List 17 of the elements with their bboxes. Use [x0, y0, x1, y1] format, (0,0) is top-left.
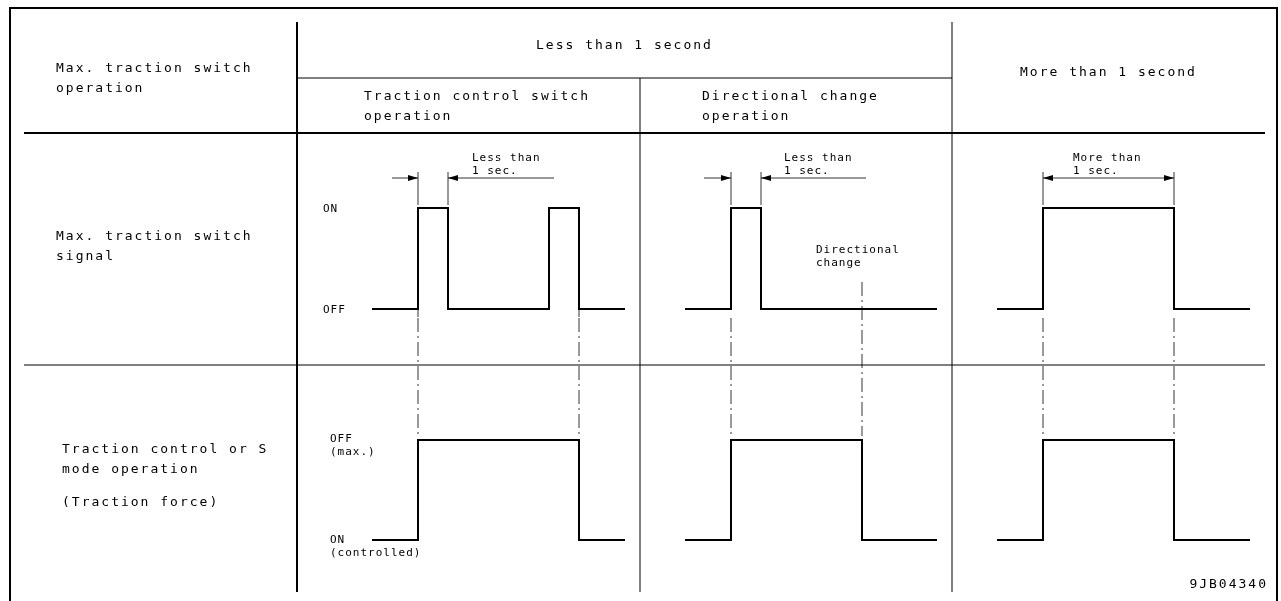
dimension-label: More than 1 sec.	[1073, 151, 1142, 177]
row-header: Max. traction switch signal	[56, 228, 253, 263]
column-header: Traction control switch operation	[364, 88, 590, 123]
level-label: OFF	[323, 303, 346, 316]
column-header: More than 1 second	[1020, 64, 1197, 79]
dimension-label: Less than 1 sec.	[784, 151, 853, 177]
level-label: ON (controlled)	[330, 533, 422, 559]
event-label: Directional change	[816, 243, 900, 269]
level-label: OFF (max.)	[330, 432, 376, 458]
level-label: ON	[323, 202, 339, 215]
column-header: Directional change operation	[702, 88, 879, 123]
row-header: Traction control or S mode operation	[62, 441, 269, 476]
row-header: Max. traction switch operation	[56, 60, 253, 95]
row-header: (Traction force)	[62, 494, 220, 509]
dimension-label: Less than 1 sec.	[472, 151, 541, 177]
column-header: Less than 1 second	[536, 37, 713, 52]
drawing-number: 9JB04340	[1189, 576, 1268, 591]
